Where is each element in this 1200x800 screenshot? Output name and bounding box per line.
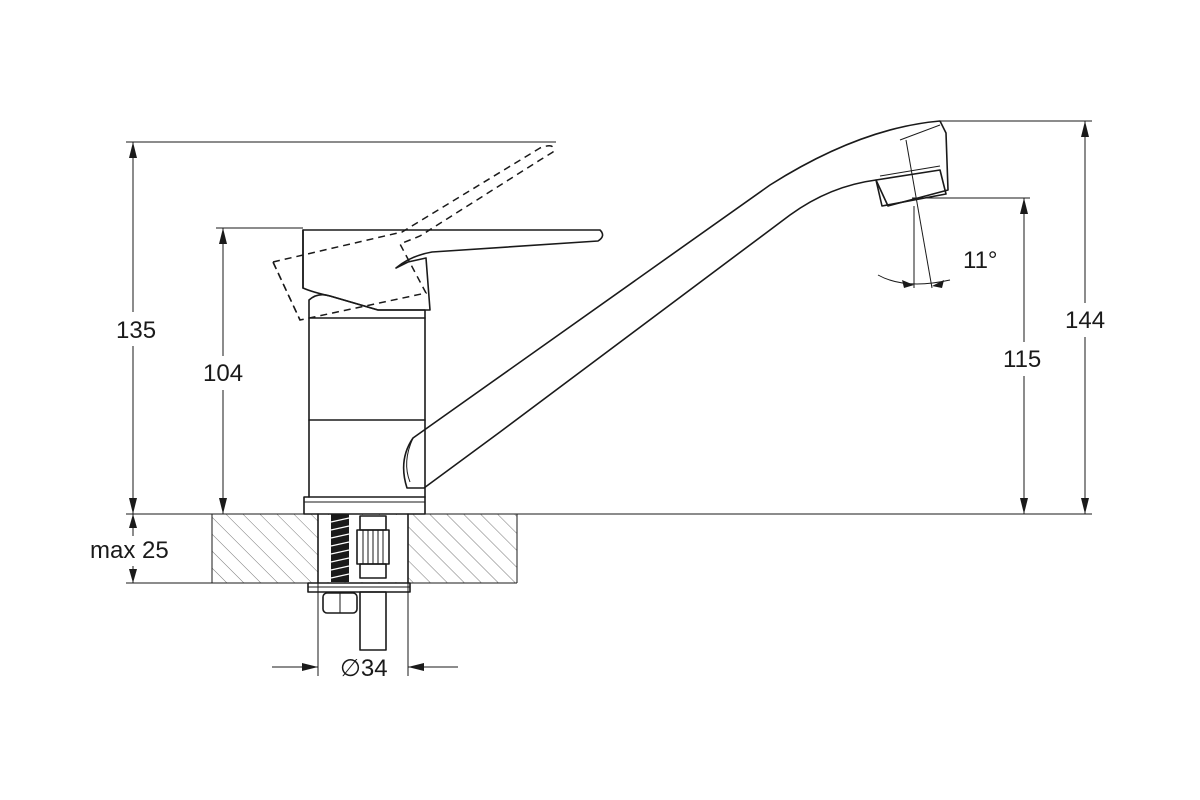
dimension-144: 144 xyxy=(940,120,1112,514)
dimension-104: 104 xyxy=(200,227,303,514)
countertop-section xyxy=(211,513,518,584)
dimension-max-25: max 25 xyxy=(86,514,212,584)
dimension-115-label: 115 xyxy=(1003,346,1041,373)
dimension-diameter-34: ∅34 xyxy=(272,583,458,682)
spout-angle-label: 11° xyxy=(963,247,998,274)
dimension-max-25-label: max 25 xyxy=(90,537,169,564)
faucet-body xyxy=(303,293,426,515)
dimension-diameter-34-label: ∅34 xyxy=(340,655,388,682)
mounting-hardware xyxy=(307,513,411,651)
dimension-144-label: 144 xyxy=(1065,307,1105,334)
dimension-115: 115 xyxy=(912,197,1050,514)
spout-angle-annotation: 11° xyxy=(877,139,998,289)
dimension-135: 135 xyxy=(110,141,1092,515)
spout xyxy=(402,120,949,489)
lever-handle xyxy=(302,229,604,311)
dimension-135-label: 135 xyxy=(116,317,156,344)
lever-handle-open-position xyxy=(271,145,555,321)
dimension-104-label: 104 xyxy=(203,360,243,387)
